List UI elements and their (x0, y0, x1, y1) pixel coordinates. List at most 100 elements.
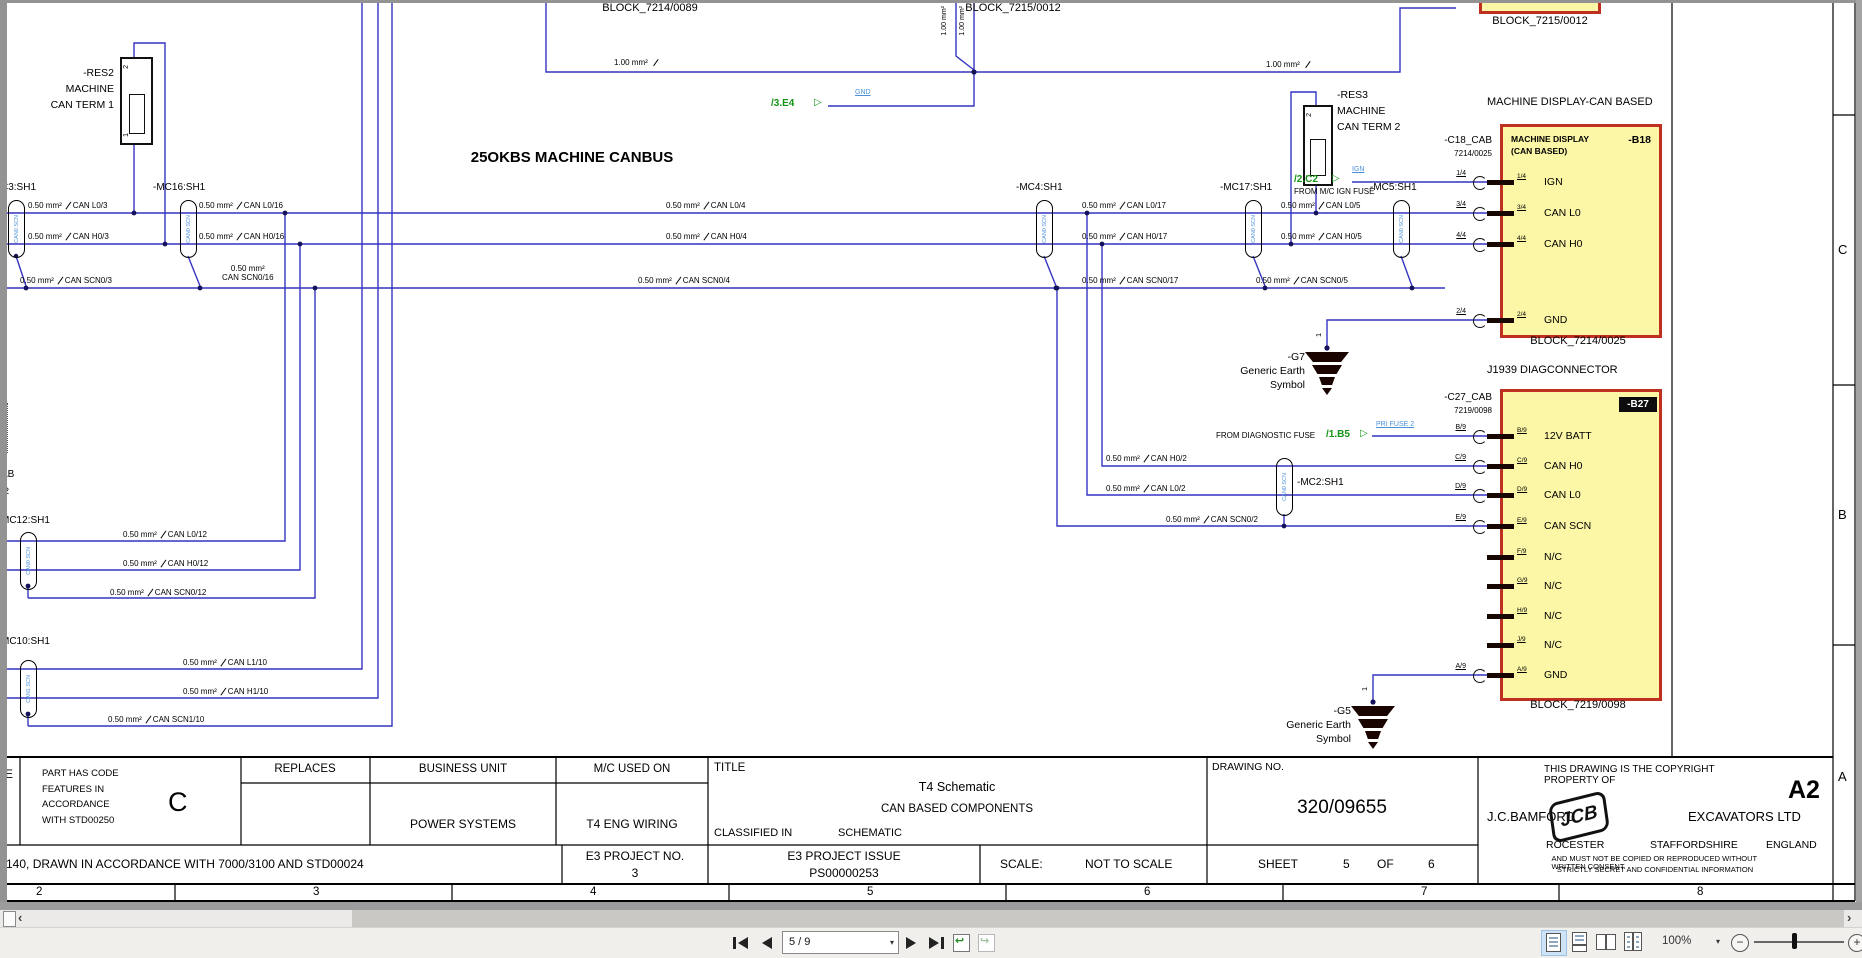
connector-label-mc16sh1: -MC16:SH1 (153, 182, 206, 193)
scrollbar-corner (3, 911, 16, 927)
last-page-button[interactable] (929, 937, 939, 949)
company-name-right: EXCAVATORS LTD (1688, 809, 1801, 824)
pin-socket-icon (1473, 429, 1487, 444)
mc-used-on-header: M/C USED ON (593, 763, 671, 775)
page-dropdown-caret-icon[interactable]: ▾ (889, 938, 894, 947)
pin-socket-icon (1473, 668, 1487, 683)
consent-line-2: STRICTLY SECRET AND CONFIDENTIAL INFORMA… (1556, 865, 1754, 874)
connector-oval: CAN0 SCN (1393, 200, 1410, 258)
zoom-dropdown-caret-icon[interactable]: ▾ (1716, 937, 1721, 946)
continuous-two-page-layout-icon[interactable] (1624, 932, 1633, 951)
connector-oval: CAN0 SCN (1245, 200, 1262, 258)
pin-name: GND (1544, 314, 1568, 326)
last-page-icon[interactable] (941, 937, 944, 949)
horizontal-scrollbar[interactable]: ‹ › (0, 910, 1862, 927)
scrollbar-thumb[interactable] (352, 910, 1844, 927)
page-number-input[interactable]: 5 / 9 ▾ (782, 931, 899, 954)
connector-label-mc10sh1: MC10:SH1 (1, 636, 50, 647)
zone-number-4: 4 (590, 886, 597, 898)
drawing-title-line1: T4 Schematic (918, 780, 996, 794)
pin-code: 4/4 (1517, 235, 1527, 242)
resistor-label: MACHINE (65, 83, 114, 95)
sheet-size-code: A2 (1788, 776, 1820, 804)
scale-label: SCALE: (1000, 857, 1043, 871)
first-page-icon[interactable] (733, 937, 736, 949)
pin-name: CAN H0 (1544, 238, 1583, 250)
connector-oval: CAN0 SCN (8, 200, 25, 258)
zoom-level-value[interactable]: 100% (1662, 935, 1692, 947)
two-page-layout-icon[interactable] (1606, 934, 1616, 950)
two-page-layout-icon[interactable] (1596, 934, 1606, 950)
first-page-button[interactable] (738, 937, 748, 949)
zoom-slider-handle[interactable] (1792, 933, 1797, 949)
zoom-out-button[interactable]: − (1731, 934, 1749, 952)
gnd-net-label: GND (855, 89, 871, 96)
earth-label: Symbol (1269, 379, 1305, 391)
pin-external-label: E/9 (1455, 514, 1466, 521)
zone-number-6: 6 (1144, 886, 1151, 898)
pin-external-label: D/9 (1455, 483, 1466, 490)
zone-letter-c: C (1838, 242, 1848, 257)
pin-external-label: 4/4 (1456, 232, 1466, 239)
previous-view-icon[interactable]: ↩ (953, 934, 970, 952)
pin-contact (1487, 317, 1514, 323)
pin-contact (1487, 583, 1514, 589)
block-7215-0012-label: BLOCK_7215/0012 (1492, 15, 1588, 27)
zone-number-3: 3 (313, 886, 320, 898)
drawing-title-line2: CAN BASED COMPONENTS (880, 803, 1034, 815)
pin-name: CAN H0 (1544, 460, 1583, 472)
previous-page-button[interactable] (762, 937, 772, 949)
pin-socket-icon (1473, 519, 1487, 534)
continuous-layout-icon[interactable] (1572, 932, 1587, 945)
earth-label: Symbol (1315, 733, 1351, 745)
pin-name: 12V BATT (1544, 430, 1592, 442)
pin-code: 1/4 (1517, 173, 1527, 180)
page-indicator[interactable]: 5 / 9 (789, 936, 811, 948)
pin-contact (1487, 433, 1514, 439)
pin-contact (1487, 672, 1514, 678)
pin-name: CAN SCN (1544, 520, 1592, 532)
wire-size-label: 1.00 mm² (614, 58, 660, 67)
continuous-two-page-layout-icon[interactable] (1633, 932, 1642, 951)
earth-symbol-g5 (1351, 706, 1395, 716)
zone-number-8: 8 (1697, 886, 1704, 898)
business-unit-header: BUSINESS UNIT (418, 763, 508, 775)
block-7215-0012-top-label: BLOCK_7215/0012 (965, 2, 1061, 14)
pin-external-label: 3/4 (1456, 201, 1466, 208)
resistor-label: CAN TERM 2 (1337, 121, 1401, 133)
pin-name: N/C (1544, 551, 1563, 563)
ref-sheet3-e4: /3.E4 (771, 98, 795, 109)
pin-socket-icon (1473, 488, 1487, 503)
next-view-icon[interactable]: ↪ (978, 934, 995, 952)
zone-number-2: 2 (36, 886, 43, 898)
scroll-right-icon[interactable]: › (1847, 910, 1852, 925)
single-page-layout-icon[interactable] (1546, 933, 1561, 952)
pin-code: 3/4 (1517, 204, 1527, 211)
title-header: TITLE (714, 762, 746, 774)
ref-arrow-icon: ▷ (1360, 428, 1368, 439)
continuous-layout-icon[interactable] (1572, 945, 1587, 952)
resistor-label: -RES2 (83, 67, 114, 79)
pin-contact (1487, 179, 1514, 185)
zoom-in-button[interactable]: + (1848, 934, 1862, 952)
viewer-background (1856, 0, 1862, 910)
scroll-left-icon[interactable]: ‹ (18, 910, 23, 925)
e3-project-no-value: 3 (631, 866, 639, 880)
company-location-3: ENGLAND (1766, 839, 1817, 851)
zoom-slider-track[interactable] (1754, 941, 1844, 943)
next-page-button[interactable] (906, 937, 916, 949)
pin-socket-icon (1473, 237, 1487, 252)
pin-name: IGN (1544, 176, 1563, 188)
ref-sheet2-c2: /2.C2 (1294, 174, 1318, 185)
pin-contact (1487, 642, 1514, 648)
pin-external-label: 2/4 (1456, 308, 1466, 315)
e3-project-issue-label: E3 PROJECT ISSUE (787, 849, 901, 863)
